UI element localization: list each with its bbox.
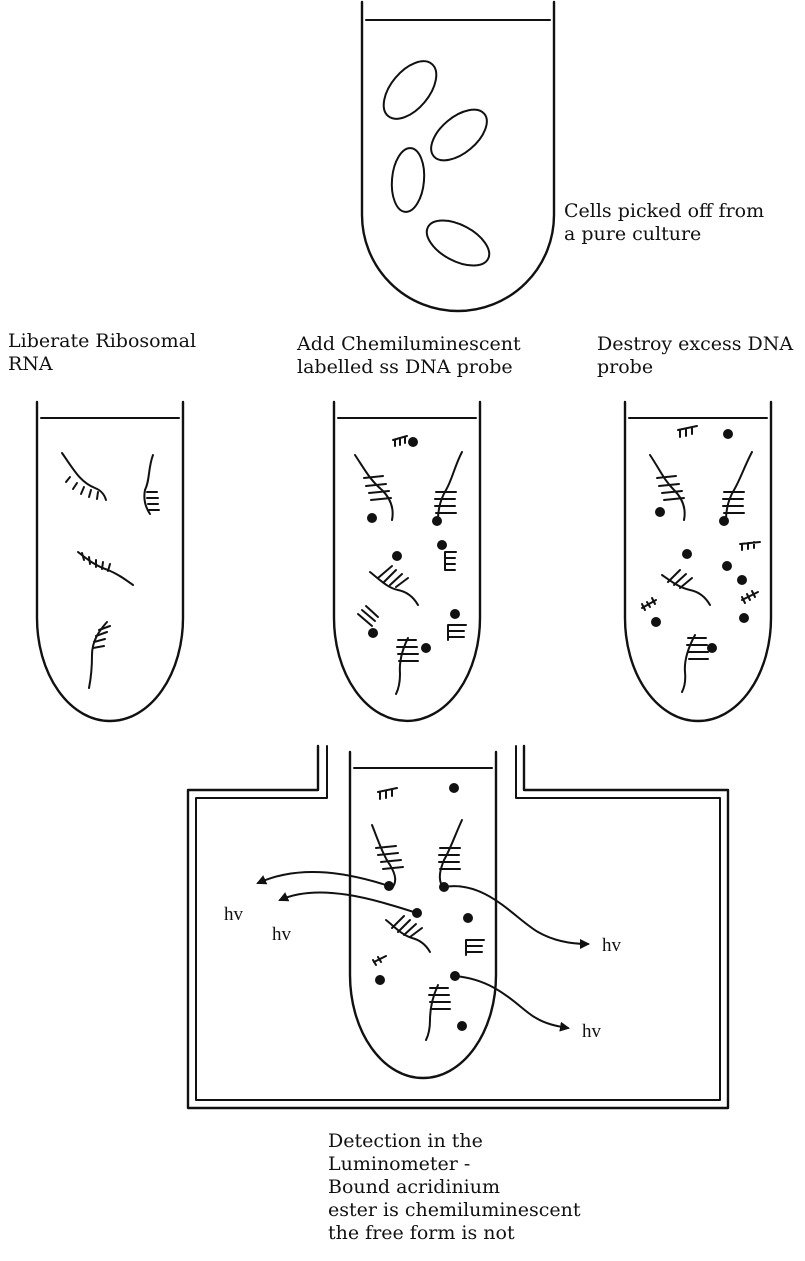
tube-add-probe	[334, 402, 480, 721]
tube-destroy	[625, 402, 771, 721]
free-label-6	[739, 613, 749, 623]
emission-label-4: hv	[582, 1021, 602, 1042]
rna-strand-1	[62, 453, 106, 500]
emission-label-1: hv	[224, 904, 244, 925]
det-probe-3	[373, 956, 386, 965]
hybrid-d4	[682, 635, 717, 692]
cell-oval-3	[389, 147, 426, 214]
arrow-left-upper	[258, 872, 389, 886]
hybrid-2	[432, 452, 462, 526]
free-probe-1	[393, 436, 418, 447]
emission-label-2: hv	[272, 924, 292, 945]
hybrid-d1	[650, 455, 685, 520]
emission-arrows	[258, 872, 588, 1028]
rna-strand-2	[144, 455, 159, 514]
tube-detection	[350, 752, 496, 1078]
det-hybrid-1	[372, 825, 403, 891]
cells-label: Cells picked off from a pure culture	[564, 200, 764, 246]
det-hybrid-4	[426, 971, 460, 1040]
arrow-right-lower	[455, 976, 568, 1028]
det-hybrid-2	[439, 820, 462, 892]
hybrid-d2	[719, 452, 752, 526]
rna-strand-4	[89, 622, 110, 688]
cell-oval-2	[422, 100, 496, 170]
det-hybrid-3	[386, 916, 430, 952]
detection-label: Detection in the Luminometer - Bound acr…	[328, 1130, 580, 1245]
free-probe-2	[437, 540, 456, 570]
destroy-probe-label: Destroy excess DNA probe	[597, 333, 793, 379]
det-probe-2	[466, 940, 484, 955]
hybrid-3	[370, 551, 418, 605]
free-label-3	[722, 561, 732, 571]
tube-cells	[362, 2, 554, 311]
det-probe-1	[378, 788, 397, 799]
tube-rna	[37, 402, 183, 721]
hybrid-d3	[662, 570, 710, 605]
cell-oval-4	[420, 211, 497, 275]
free-label-1	[723, 429, 733, 439]
liberate-rna-label: Liberate Ribosomal RNA	[8, 330, 196, 376]
destroyed-probe-2	[740, 542, 760, 550]
rna-strand-3	[78, 552, 133, 585]
luminometer-housing	[188, 746, 728, 1108]
free-label-5	[651, 617, 661, 627]
free-probe-3	[448, 609, 466, 640]
destroyed-probe-4	[742, 591, 758, 603]
hybrid-4	[358, 606, 378, 638]
emission-label-3: hv	[602, 935, 622, 956]
hybrid-5	[396, 638, 431, 694]
destroyed-probe-3	[642, 598, 656, 610]
cell-oval-1	[374, 52, 447, 129]
free-label-2	[682, 549, 692, 559]
hybrid-1	[355, 455, 393, 523]
arrow-left-lower	[280, 892, 417, 913]
add-probe-label: Add Chemiluminescent labelled ss DNA pro…	[297, 333, 521, 379]
destroyed-probe-1	[678, 426, 697, 437]
free-label-4	[737, 575, 747, 585]
